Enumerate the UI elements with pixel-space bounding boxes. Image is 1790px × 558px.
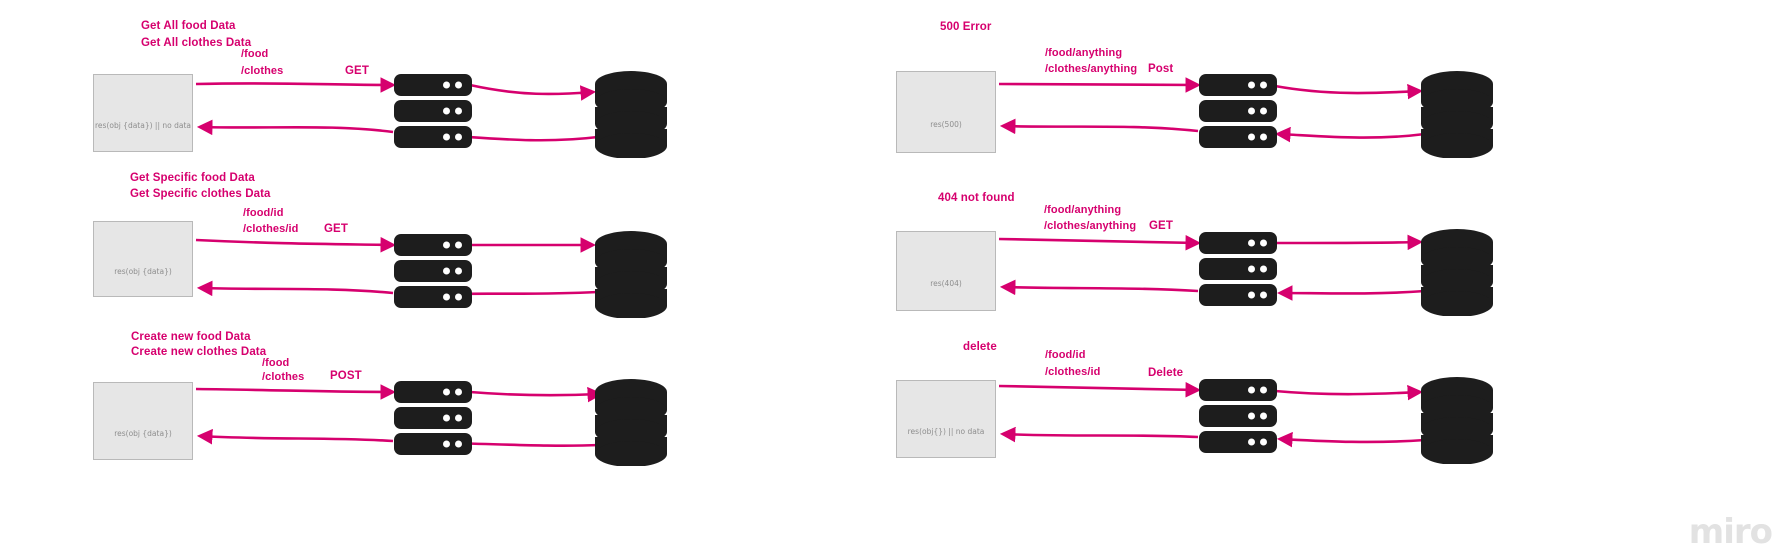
- flow-title-error-404: 404 not found: [938, 192, 1015, 204]
- server-unit: [394, 234, 472, 256]
- database-icon: [1421, 229, 1493, 316]
- route-delete-food: /food/id: [1045, 349, 1086, 361]
- server-unit: [1199, 126, 1277, 148]
- client-response-text: res(obj {data}): [114, 266, 172, 276]
- method-create-new: POST: [330, 370, 362, 382]
- server-unit: [394, 433, 472, 455]
- server-unit: [394, 260, 472, 282]
- route-error-500-clothes: /clothes/anything: [1045, 63, 1138, 75]
- server-unit: [1199, 258, 1277, 280]
- server-unit: [394, 74, 472, 96]
- database-get-specific[interactable]: [594, 230, 668, 318]
- database-icon: [595, 379, 667, 466]
- database-create-new[interactable]: [594, 378, 668, 466]
- server-rack-create-new[interactable]: [394, 381, 472, 459]
- client-box-get-all[interactable]: res(obj {data}) || no data: [93, 74, 193, 152]
- database-error-404[interactable]: [1420, 228, 1494, 316]
- database-icon: [595, 231, 667, 318]
- flow-title-get-all-food: Get All food Data: [141, 20, 236, 32]
- server-unit: [394, 381, 472, 403]
- client-box-create-new[interactable]: res(obj {data}): [93, 382, 193, 460]
- database-icon: [1421, 377, 1493, 464]
- server-unit: [1199, 405, 1277, 427]
- server-rack-get-specific[interactable]: [394, 234, 472, 312]
- route-error-404-clothes: /clothes/anything: [1044, 220, 1137, 232]
- route-error-500-food: /food/anything: [1045, 47, 1123, 59]
- client-box-delete[interactable]: res(obj{}) || no data: [896, 380, 996, 458]
- server-rack-get-all[interactable]: [394, 74, 472, 152]
- database-delete[interactable]: [1420, 376, 1494, 464]
- server-rack-delete[interactable]: [1199, 379, 1277, 457]
- server-rack-error-500[interactable]: [1199, 74, 1277, 152]
- client-response-text: res(obj {data}) || no data: [95, 120, 191, 130]
- method-delete: Delete: [1148, 367, 1184, 379]
- server-unit: [394, 407, 472, 429]
- method-get-specific: GET: [324, 223, 348, 235]
- route-get-specific-food: /food/id: [243, 207, 284, 219]
- server-unit: [394, 286, 472, 308]
- flow-title-get-specific-food: Get Specific food Data: [130, 172, 255, 184]
- flow-title-create-new-clothes: Create new clothes Data: [131, 346, 267, 358]
- route-get-all-food: /food: [241, 48, 269, 60]
- flow-title-get-all-clothes: Get All clothes Data: [141, 37, 252, 49]
- route-create-new-clothes: /clothes: [262, 371, 305, 383]
- server-rack-error-404[interactable]: [1199, 232, 1277, 310]
- client-box-error-404[interactable]: res(404): [896, 231, 996, 311]
- route-create-new-food: /food: [262, 357, 290, 369]
- server-unit: [1199, 100, 1277, 122]
- method-get-all: GET: [345, 65, 369, 77]
- database-icon: [595, 71, 667, 158]
- route-get-all-clothes: /clothes: [241, 65, 284, 77]
- method-error-404: GET: [1149, 220, 1173, 232]
- client-response-text: res(404): [930, 278, 962, 288]
- route-error-404-food: /food/anything: [1044, 204, 1122, 216]
- route-get-specific-clothes: /clothes/id: [243, 223, 299, 235]
- route-delete-clothes: /clothes/id: [1045, 366, 1101, 378]
- server-unit: [1199, 74, 1277, 96]
- miro-watermark: miro: [1688, 512, 1773, 552]
- server-unit: [1199, 284, 1277, 306]
- client-box-get-specific[interactable]: res(obj {data}): [93, 221, 193, 297]
- flow-title-create-new-food: Create new food Data: [131, 331, 251, 343]
- server-unit: [394, 126, 472, 148]
- database-icon: [1421, 71, 1493, 158]
- method-error-500: Post: [1148, 63, 1174, 75]
- flow-title-error-500: 500 Error: [940, 21, 992, 33]
- database-get-all[interactable]: [594, 70, 668, 158]
- client-response-text: res(obj{}) || no data: [907, 426, 985, 436]
- flow-title-delete: delete: [963, 341, 997, 353]
- client-box-error-500[interactable]: res(500): [896, 71, 996, 153]
- database-error-500[interactable]: [1420, 70, 1494, 158]
- flow-title-get-specific-clothes: Get Specific clothes Data: [130, 188, 271, 200]
- server-unit: [1199, 379, 1277, 401]
- client-response-text: res(obj {data}): [114, 428, 172, 438]
- server-unit: [394, 100, 472, 122]
- server-unit: [1199, 232, 1277, 254]
- client-response-text: res(500): [930, 119, 962, 129]
- server-unit: [1199, 431, 1277, 453]
